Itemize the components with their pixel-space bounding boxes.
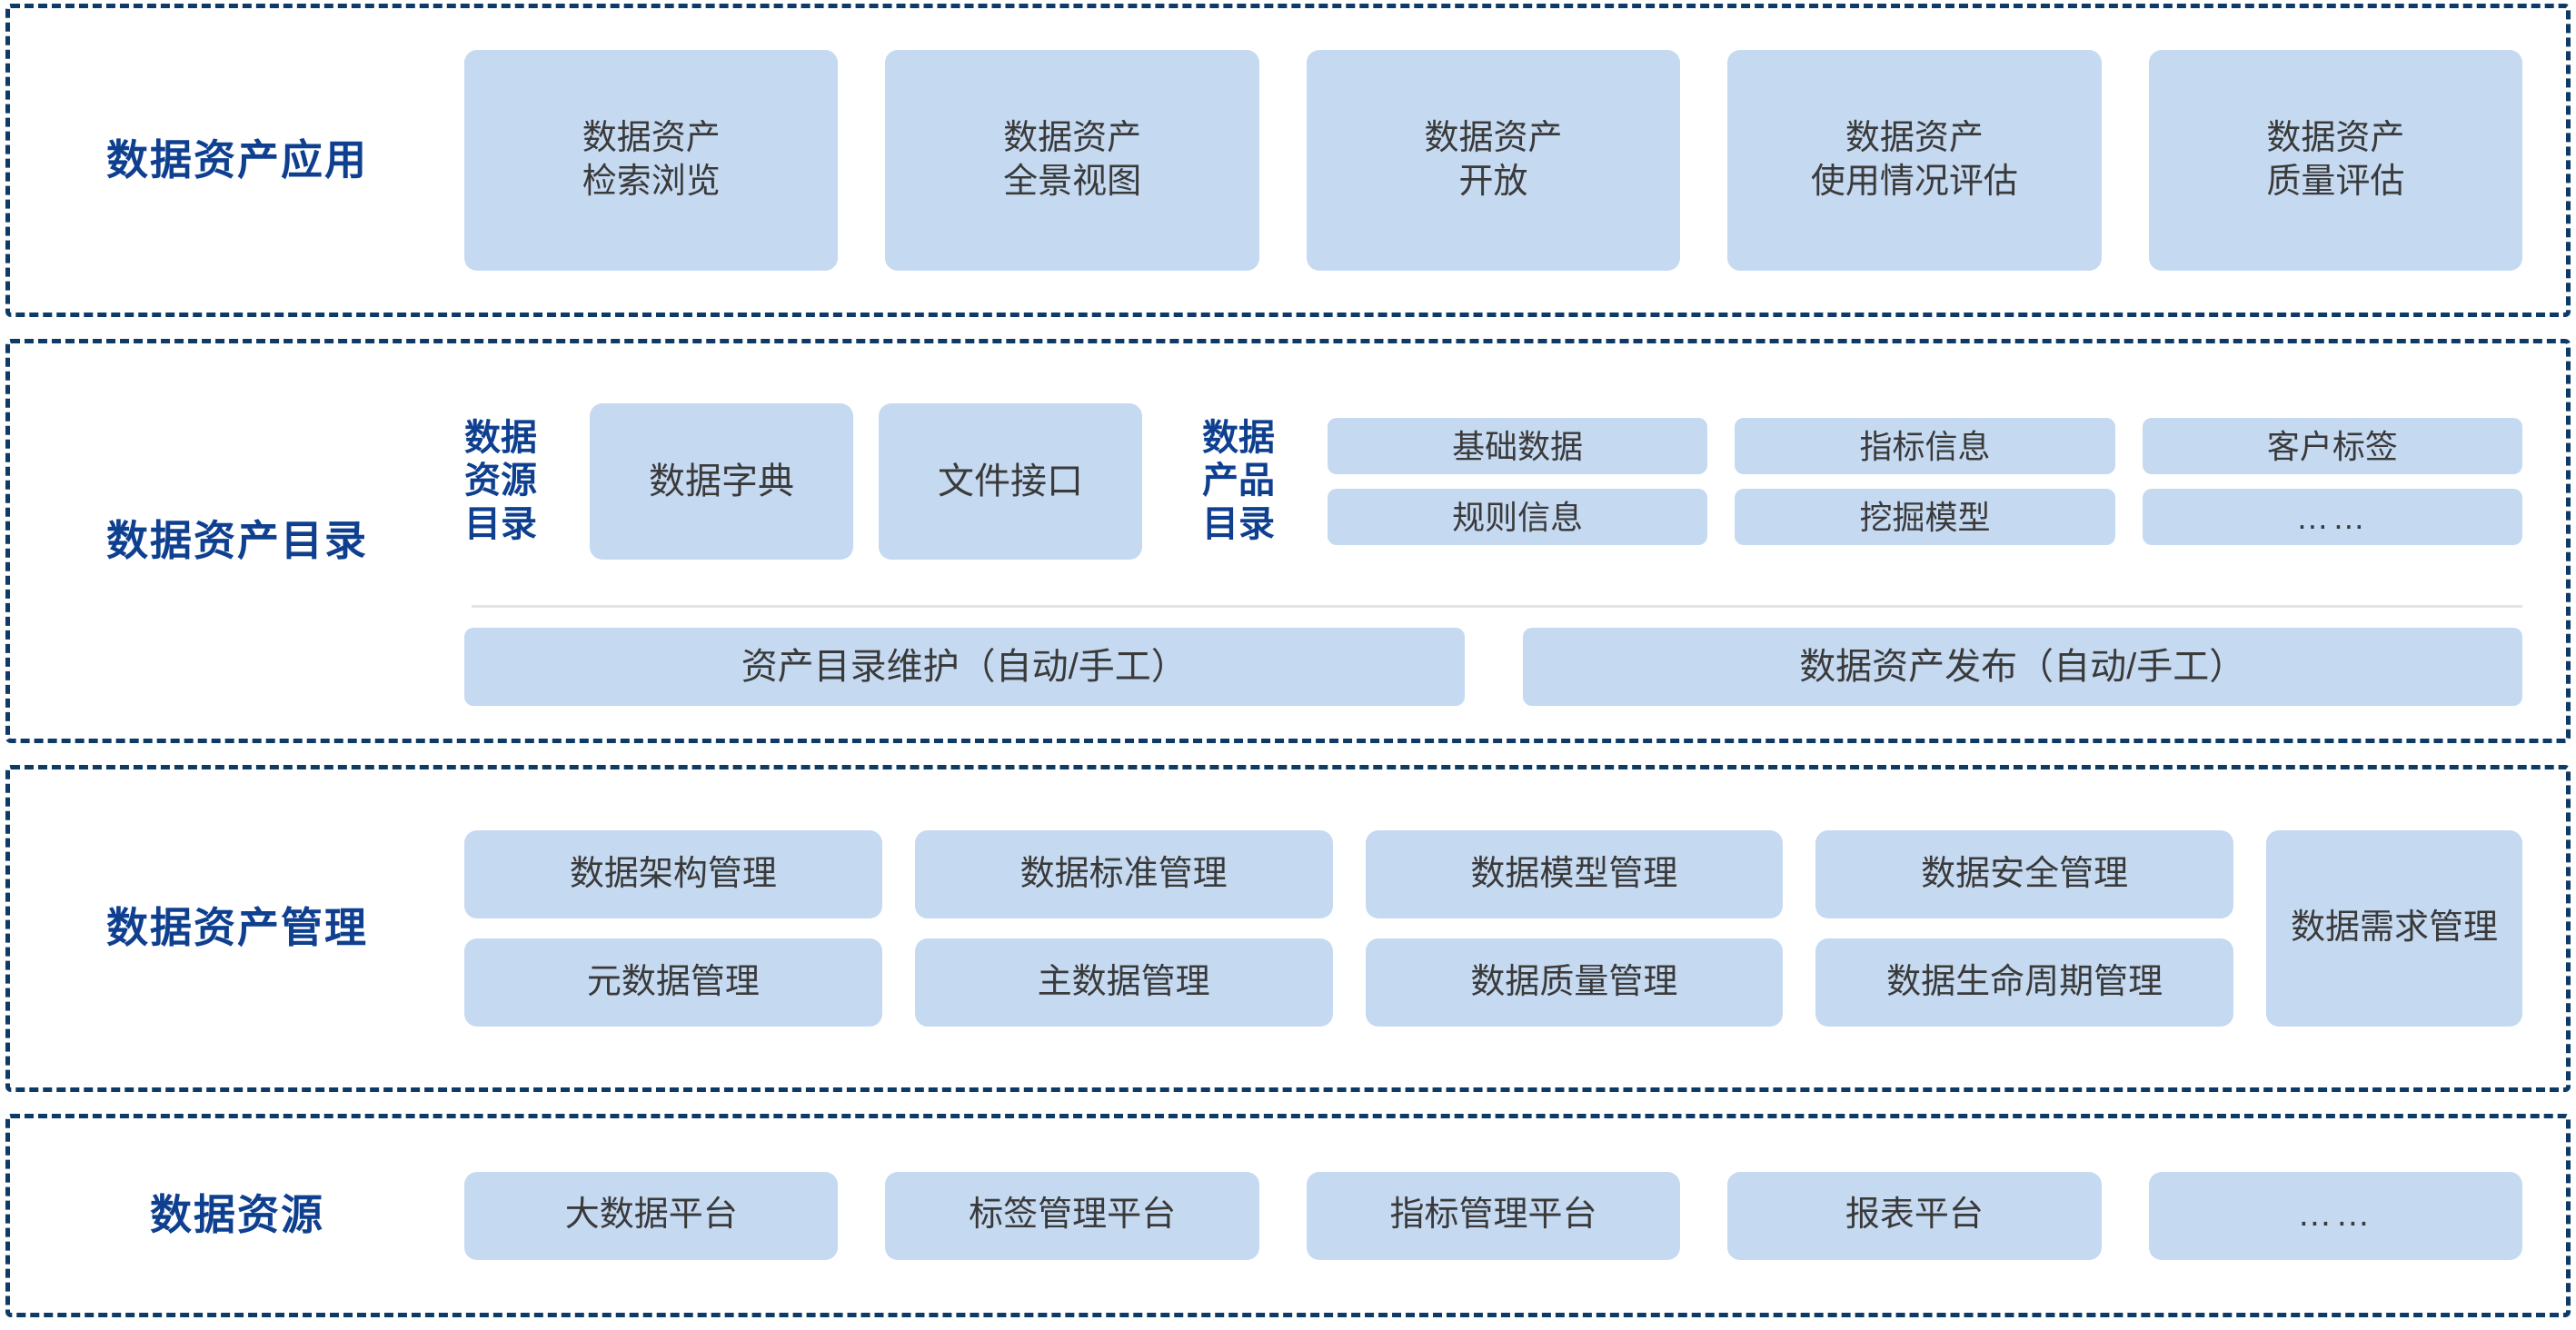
management-card-grid: 数据架构管理 数据标准管理 数据模型管理 数据安全管理 元数据管理 主数据管理 …: [464, 830, 2233, 1027]
layer-data-asset-management: 数据资产管理 数据架构管理 数据标准管理 数据模型管理 数据安全管理 元数据管理…: [5, 765, 2571, 1092]
catalog-card-file-interface[interactable]: 文件接口: [879, 403, 1142, 560]
layer-data-asset-application: 数据资产应用 数据资产 检索浏览 数据资产 全景视图 数据资产 开放 数据资产 …: [5, 4, 2571, 317]
manage-card-data-lifecycle[interactable]: 数据生命周期管理: [1815, 938, 2233, 1027]
application-card-row: 数据资产 检索浏览 数据资产 全景视图 数据资产 开放 数据资产 使用情况评估 …: [464, 50, 2566, 271]
catalog-top-row: 数据 资源 目录 数据字典 文件接口 数据 产品 目录 基础数据 指标信息 客户…: [464, 376, 2522, 587]
management-body: 数据架构管理 数据标准管理 数据模型管理 数据安全管理 元数据管理 主数据管理 …: [464, 769, 2566, 1087]
app-card-retrieval-browse[interactable]: 数据资产 检索浏览: [464, 50, 839, 271]
manage-card-data-model[interactable]: 数据模型管理: [1365, 830, 1784, 918]
manage-card-data-standard[interactable]: 数据标准管理: [914, 830, 1333, 918]
sublabel-data-product-catalog: 数据 产品 目录: [1202, 418, 1275, 544]
layer-data-asset-catalog: 数据资产目录 数据 资源 目录 数据字典 文件接口 数据 产品 目录 基础数据 …: [5, 339, 2571, 743]
layer-label-management: 数据资产管理: [106, 904, 368, 952]
app-card-open[interactable]: 数据资产 开放: [1306, 50, 1681, 271]
resource-card-row: 大数据平台 标签管理平台 指标管理平台 报表平台 ……: [464, 1171, 2566, 1260]
catalog-card-asset-publish[interactable]: 数据资产发布（自动/手工）: [1522, 628, 2522, 706]
manage-card-data-demand[interactable]: 数据需求管理: [2266, 830, 2522, 1027]
layer-label-catalog: 数据资产目录: [106, 516, 368, 564]
catalog-card-catalog-maintenance[interactable]: 资产目录维护（自动/手工）: [464, 628, 1465, 706]
resource-card-report-platform[interactable]: 报表平台: [1727, 1171, 2102, 1260]
sublabel-data-resource-catalog: 数据 资源 目录: [464, 418, 537, 544]
manage-card-metadata[interactable]: 元数据管理: [464, 938, 882, 1027]
app-card-panorama-view[interactable]: 数据资产 全景视图: [885, 50, 1259, 271]
layer-data-resource: 数据资源 大数据平台 标签管理平台 指标管理平台 报表平台 ……: [5, 1114, 2571, 1317]
resource-card-more-ellipsis[interactable]: ……: [2148, 1171, 2523, 1260]
layer-label-resource: 数据资源: [150, 1191, 324, 1239]
catalog-card-rule-info[interactable]: 规则信息: [1328, 489, 1708, 545]
catalog-bottom-row: 资产目录维护（自动/手工） 数据资产发布（自动/手工）: [464, 628, 2522, 706]
layer-label-application: 数据资产应用: [106, 135, 368, 184]
manage-card-data-security[interactable]: 数据安全管理: [1815, 830, 2233, 918]
catalog-card-indicator-info[interactable]: 指标信息: [1735, 418, 2115, 474]
resource-card-bigdata-platform[interactable]: 大数据平台: [464, 1171, 839, 1260]
catalog-card-customer-tag[interactable]: 客户标签: [2142, 418, 2522, 474]
catalog-product-grid: 基础数据 指标信息 客户标签 规则信息 挖掘模型 ……: [1328, 418, 2522, 545]
manage-card-data-architecture[interactable]: 数据架构管理: [464, 830, 882, 918]
catalog-body: 数据 资源 目录 数据字典 文件接口 数据 产品 目录 基础数据 指标信息 客户…: [464, 343, 2566, 739]
catalog-card-mining-model[interactable]: 挖掘模型: [1735, 489, 2115, 545]
catalog-card-basic-data[interactable]: 基础数据: [1328, 418, 1708, 474]
manage-card-data-quality[interactable]: 数据质量管理: [1365, 938, 1784, 1027]
catalog-card-data-dictionary[interactable]: 数据字典: [590, 403, 853, 560]
manage-card-master-data[interactable]: 主数据管理: [914, 938, 1333, 1027]
app-card-usage-assessment[interactable]: 数据资产 使用情况评估: [1727, 50, 2102, 271]
catalog-card-more-ellipsis[interactable]: ……: [2142, 489, 2522, 545]
catalog-divider: [472, 605, 2522, 608]
resource-card-tag-management-platform[interactable]: 标签管理平台: [885, 1171, 1259, 1260]
app-card-quality-assessment[interactable]: 数据资产 质量评估: [2148, 50, 2523, 271]
resource-card-indicator-management-platform[interactable]: 指标管理平台: [1306, 1171, 1681, 1260]
